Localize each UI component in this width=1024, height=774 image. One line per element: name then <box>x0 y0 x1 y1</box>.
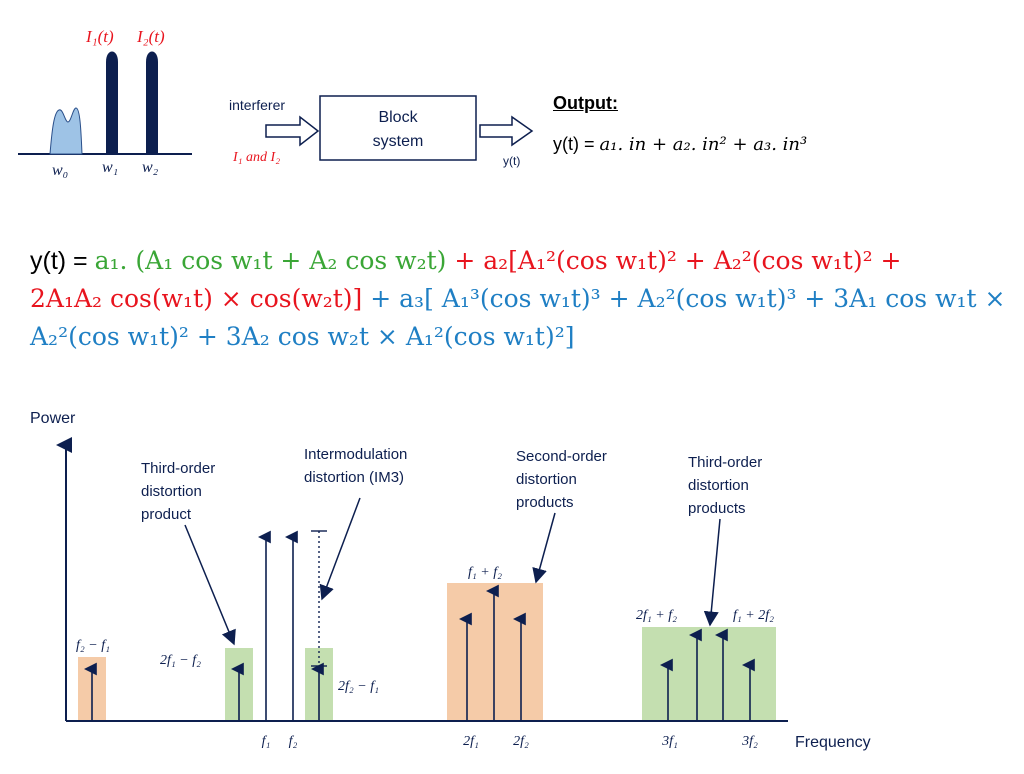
band-third-order <box>642 627 776 721</box>
label-i1: I₁(t) <box>85 27 114 46</box>
equation-line-2: 2A₁A₂ cos(w₁t) × cos(w₂t)] + a₃[ A₁³(cos… <box>30 286 1005 311</box>
equation-line-1: y(t) = a₁. (A₁ cos w₁t + A₂ cos w₂t) + a… <box>30 248 902 274</box>
ann-im3-2: distortion (IM3) <box>304 469 404 486</box>
input-arrow-icon <box>265 115 320 147</box>
x-axis-label: Frequency <box>795 734 871 751</box>
tick-3f1: 3f₁ <box>661 734 678 749</box>
output-equation-math: a₁. in + a₂. in² + a₃. in³ <box>599 134 808 155</box>
band-second-order <box>447 583 543 721</box>
label-2f1-minus-f2: 2f₁ − f₂ <box>160 653 201 668</box>
equation-third-order-term-a: + a₃[ A₁³(cos w₁t)³ + A₂²(cos w₁t)³ + 3A… <box>362 284 1006 313</box>
label-f1-plus-2f2: f₁ + 2f₂ <box>733 608 774 623</box>
top-diagram: I₁(t) I₂(t) w₀ w₁ w₂ interferer I₁ and I… <box>18 27 534 179</box>
equation-line-3: A₂²(cos w₁t)² + 3A₂ cos w₂t × A₁²(cos w₁… <box>30 324 575 349</box>
equation-second-order-term-a: + a₂[A₁²(cos w₁t)² + A₂²(cos w₁t)² + <box>446 246 902 275</box>
ann-im3-1: Intermodulation <box>304 446 407 463</box>
y-axis-label: Power <box>30 410 76 427</box>
label-w0: w₀ <box>52 162 68 179</box>
pointer-third-order-product <box>184 524 236 646</box>
pointer-second-order <box>532 512 556 584</box>
tick-3f2: 3f₂ <box>741 734 758 749</box>
tick-2f1: 2f₁ <box>463 734 479 749</box>
label-2f2-minus-f1: 2f₂ − f₁ <box>338 679 379 694</box>
label-w2: w₂ <box>142 159 159 176</box>
equation-second-order-term-b: 2A₁A₂ cos(w₁t) × cos(w₂t)] <box>30 284 363 313</box>
ann-third-order-products-3: products <box>688 500 746 517</box>
label-2f1-plus-f2: 2f₁ + f₂ <box>636 608 677 623</box>
equation-first-order-term: a₁. (A₁ cos w₁t + A₂ cos w₂t) <box>94 246 447 275</box>
output-arrow-icon <box>479 115 534 147</box>
ann-third-order-products-2: distortion <box>688 477 749 494</box>
equation-prefix: y(t) = <box>30 247 95 275</box>
label-f2-minus-f1: f₂ − f₁ <box>76 638 110 653</box>
tick-2f2: 2f₂ <box>513 734 529 749</box>
ann-third-order-product-3: product <box>141 506 192 523</box>
output-equation: y(t) = a₁. in + a₂. in² + a₃. in³ <box>553 134 807 155</box>
label-f1-plus-f2: f₁ + f₂ <box>468 565 502 580</box>
block-system-box <box>319 95 477 161</box>
ann-third-order-product-1: Third-order <box>141 460 215 477</box>
ann-third-order-product-2: distortion <box>141 483 202 500</box>
output-title: Output: <box>553 93 618 113</box>
pointer-third-order-products <box>703 518 721 627</box>
equation-third-order-term-b: A₂²(cos w₁t)² + 3A₂ cos w₂t × A₁²(cos w₁… <box>30 322 575 351</box>
ann-second-order-1: Second-order <box>516 448 607 465</box>
output-signal-label: y(t) <box>503 154 520 168</box>
im3-dimension-marker <box>311 530 327 669</box>
ann-second-order-2: distortion <box>516 471 577 488</box>
tick-f1: f₁ <box>262 734 271 749</box>
interferer-label: interferer <box>229 97 285 113</box>
spectrum-diagram: Power Frequency Third-order d <box>30 410 871 751</box>
ann-second-order-3: products <box>516 494 574 511</box>
input-label: I₁ and I₂ <box>232 150 280 165</box>
pointer-im3 <box>319 497 361 601</box>
i1-pulse <box>106 51 118 154</box>
ann-third-order-products-1: Third-order <box>688 454 762 471</box>
label-w1: w₁ <box>102 159 118 176</box>
output-equation-prefix: y(t) = <box>553 134 600 154</box>
label-i2: I₂(t) <box>136 27 165 46</box>
block-label-line1: Block <box>378 109 418 126</box>
w0-signal-hump <box>49 107 83 155</box>
i2-pulse <box>146 51 158 154</box>
block-label-line2: system <box>373 133 424 150</box>
tick-f2: f₂ <box>289 734 298 749</box>
